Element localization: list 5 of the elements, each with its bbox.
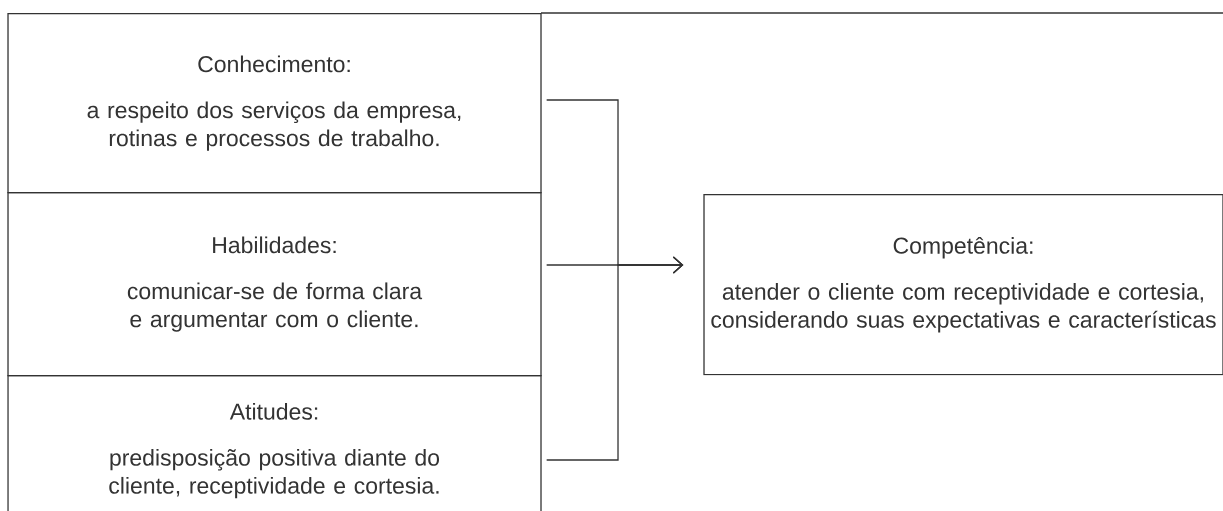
text-box: Competência: atender o cliente com receptividade e cortesia, considerando suas expectativas e características — [703, 194, 1223, 376]
text-box: Atitudes: predisposição positiva diante do cliente, receptividade e cortesia. — [7, 375, 542, 511]
connector-arrow — [546, 256, 684, 461]
text-box: Habilidades: comunicar-se de forma clara e argumentar com o cliente. — [7, 192, 542, 377]
text-box: Conhecimento: a respeito dos serviços da empresa, rotinas e processos de trabalho. — [7, 13, 542, 194]
